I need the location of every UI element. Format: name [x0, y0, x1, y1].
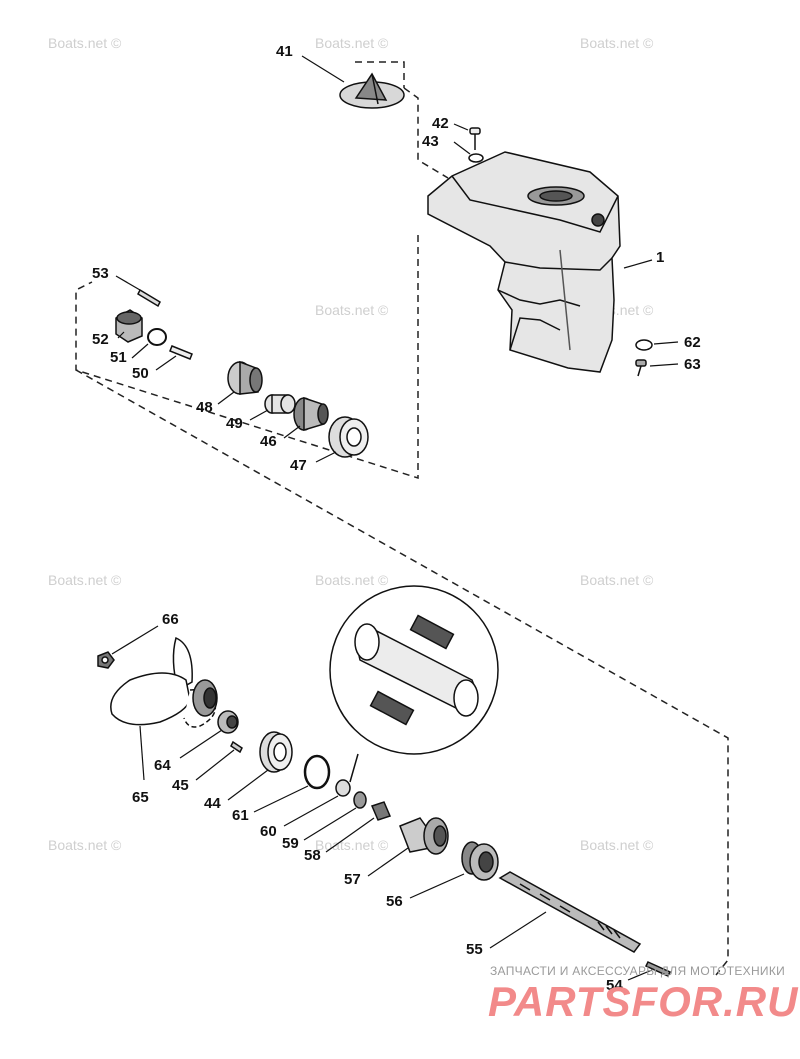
part-label-65: 65 [132, 789, 149, 806]
bearing-detail-magnifier [329, 585, 499, 783]
part-1-gearcase-housing [427, 151, 621, 373]
part-label-66: 66 [162, 611, 179, 628]
part-43-washer [468, 153, 484, 163]
part-51-spring-ring [147, 328, 167, 346]
part-54-pin [644, 961, 672, 977]
watermark: Boats.net © [48, 837, 122, 853]
watermark: Boats.net © [580, 572, 654, 588]
part-label-52: 52 [92, 331, 109, 348]
part-label-48: 48 [196, 399, 213, 416]
part-66-nut [97, 651, 115, 669]
part-label-62: 62 [684, 334, 701, 351]
watermark: Boats.net © [315, 572, 389, 588]
part-label-46: 46 [260, 433, 277, 450]
part-62-washer [635, 339, 653, 351]
part-label-45: 45 [172, 777, 189, 794]
part-58-bushing [370, 801, 392, 821]
footer-logo: PARTSFOR.RU [488, 978, 799, 1025]
part-label-56: 56 [386, 893, 403, 910]
assembly-dashed-lines [75, 61, 729, 976]
watermark: Boats.net © [315, 302, 389, 318]
watermark: Boats.net © [315, 837, 389, 853]
part-50-shift-plunger [169, 345, 193, 360]
part-label-55: 55 [466, 941, 483, 958]
leader-lines [111, 55, 679, 981]
part-53-pin [137, 288, 161, 308]
part-label-54: 54 [606, 977, 623, 994]
part-label-50: 50 [132, 365, 149, 382]
part-label-58: 58 [304, 847, 321, 864]
part-label-61: 61 [232, 807, 249, 824]
part-label-53: 53 [92, 265, 109, 282]
part-number-labels: 41 42 43 1 62 63 53 52 51 50 48 49 46 47… [92, 43, 701, 994]
part-label-47: 47 [290, 457, 307, 474]
part-label-60: 60 [260, 823, 277, 840]
part-label-59: 59 [282, 835, 299, 852]
part-label-49: 49 [226, 415, 243, 432]
part-64-thrust-washer [217, 710, 239, 734]
part-41-anode [339, 72, 405, 109]
part-label-57: 57 [344, 871, 361, 888]
part-label-44: 44 [204, 795, 221, 812]
part-46-bearing [293, 396, 329, 432]
part-label-1: 1 [656, 249, 664, 266]
watermark: Boats.net © [48, 35, 122, 51]
part-label-42: 42 [432, 115, 449, 132]
part-45-screw [230, 740, 243, 754]
part-label-41: 41 [276, 43, 293, 60]
part-59-washer [353, 791, 367, 809]
part-60-seal [335, 779, 351, 797]
part-label-63: 63 [684, 356, 701, 373]
footer-caption: ЗАПЧАСТИ И АКСЕССУАРЫ ДЛЯ МОТОТЕХНИКИ [490, 964, 786, 978]
watermark: Boats.net © [48, 572, 122, 588]
part-label-43: 43 [422, 133, 439, 150]
part-56-bearing [461, 841, 499, 881]
watermark: Boats.net © [315, 35, 389, 51]
part-63-screw [635, 359, 647, 377]
watermark: Boats.net © [580, 837, 654, 853]
watermark: Boats.net © [580, 35, 654, 51]
part-52-clutch-dog [115, 309, 143, 343]
part-55-propeller-shaft [498, 871, 642, 953]
part-65-propeller [110, 636, 218, 728]
part-48-gear [227, 360, 263, 395]
part-label-64: 64 [154, 757, 171, 774]
part-42-screw [469, 127, 481, 150]
watermarks: Boats.net © Boats.net © Boats.net © Boat… [48, 35, 654, 853]
part-61-o-ring [303, 754, 331, 790]
part-47-seal [328, 416, 369, 458]
part-label-51: 51 [110, 349, 127, 366]
part-49-bushing [264, 394, 296, 414]
part-44-bearing-carrier [259, 731, 293, 773]
part-57-reverse-gear [399, 817, 449, 855]
